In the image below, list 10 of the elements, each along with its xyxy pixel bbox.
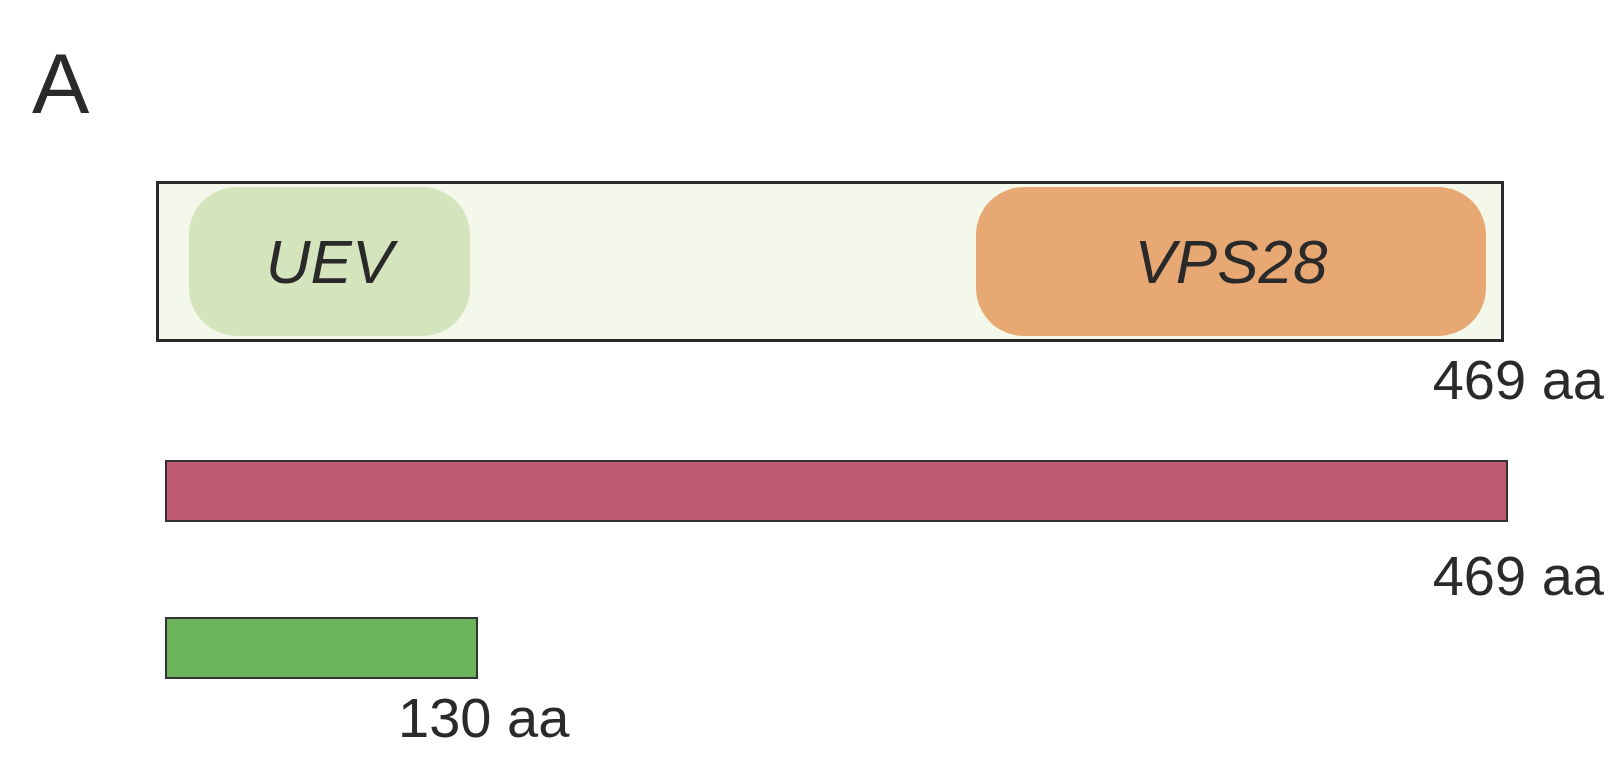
length-label: 130 aa — [398, 690, 571, 746]
panel-letter: A — [32, 40, 90, 126]
domain-block — [189, 187, 470, 336]
domain-block — [976, 187, 1486, 336]
domain-label: VPS28 — [1134, 230, 1328, 293]
protein-bar — [165, 617, 478, 679]
length-label: 469 aa — [1431, 352, 1604, 408]
protein-bar — [165, 460, 1508, 522]
length-label: 469 aa — [1431, 548, 1604, 604]
protein-box — [156, 181, 1504, 342]
